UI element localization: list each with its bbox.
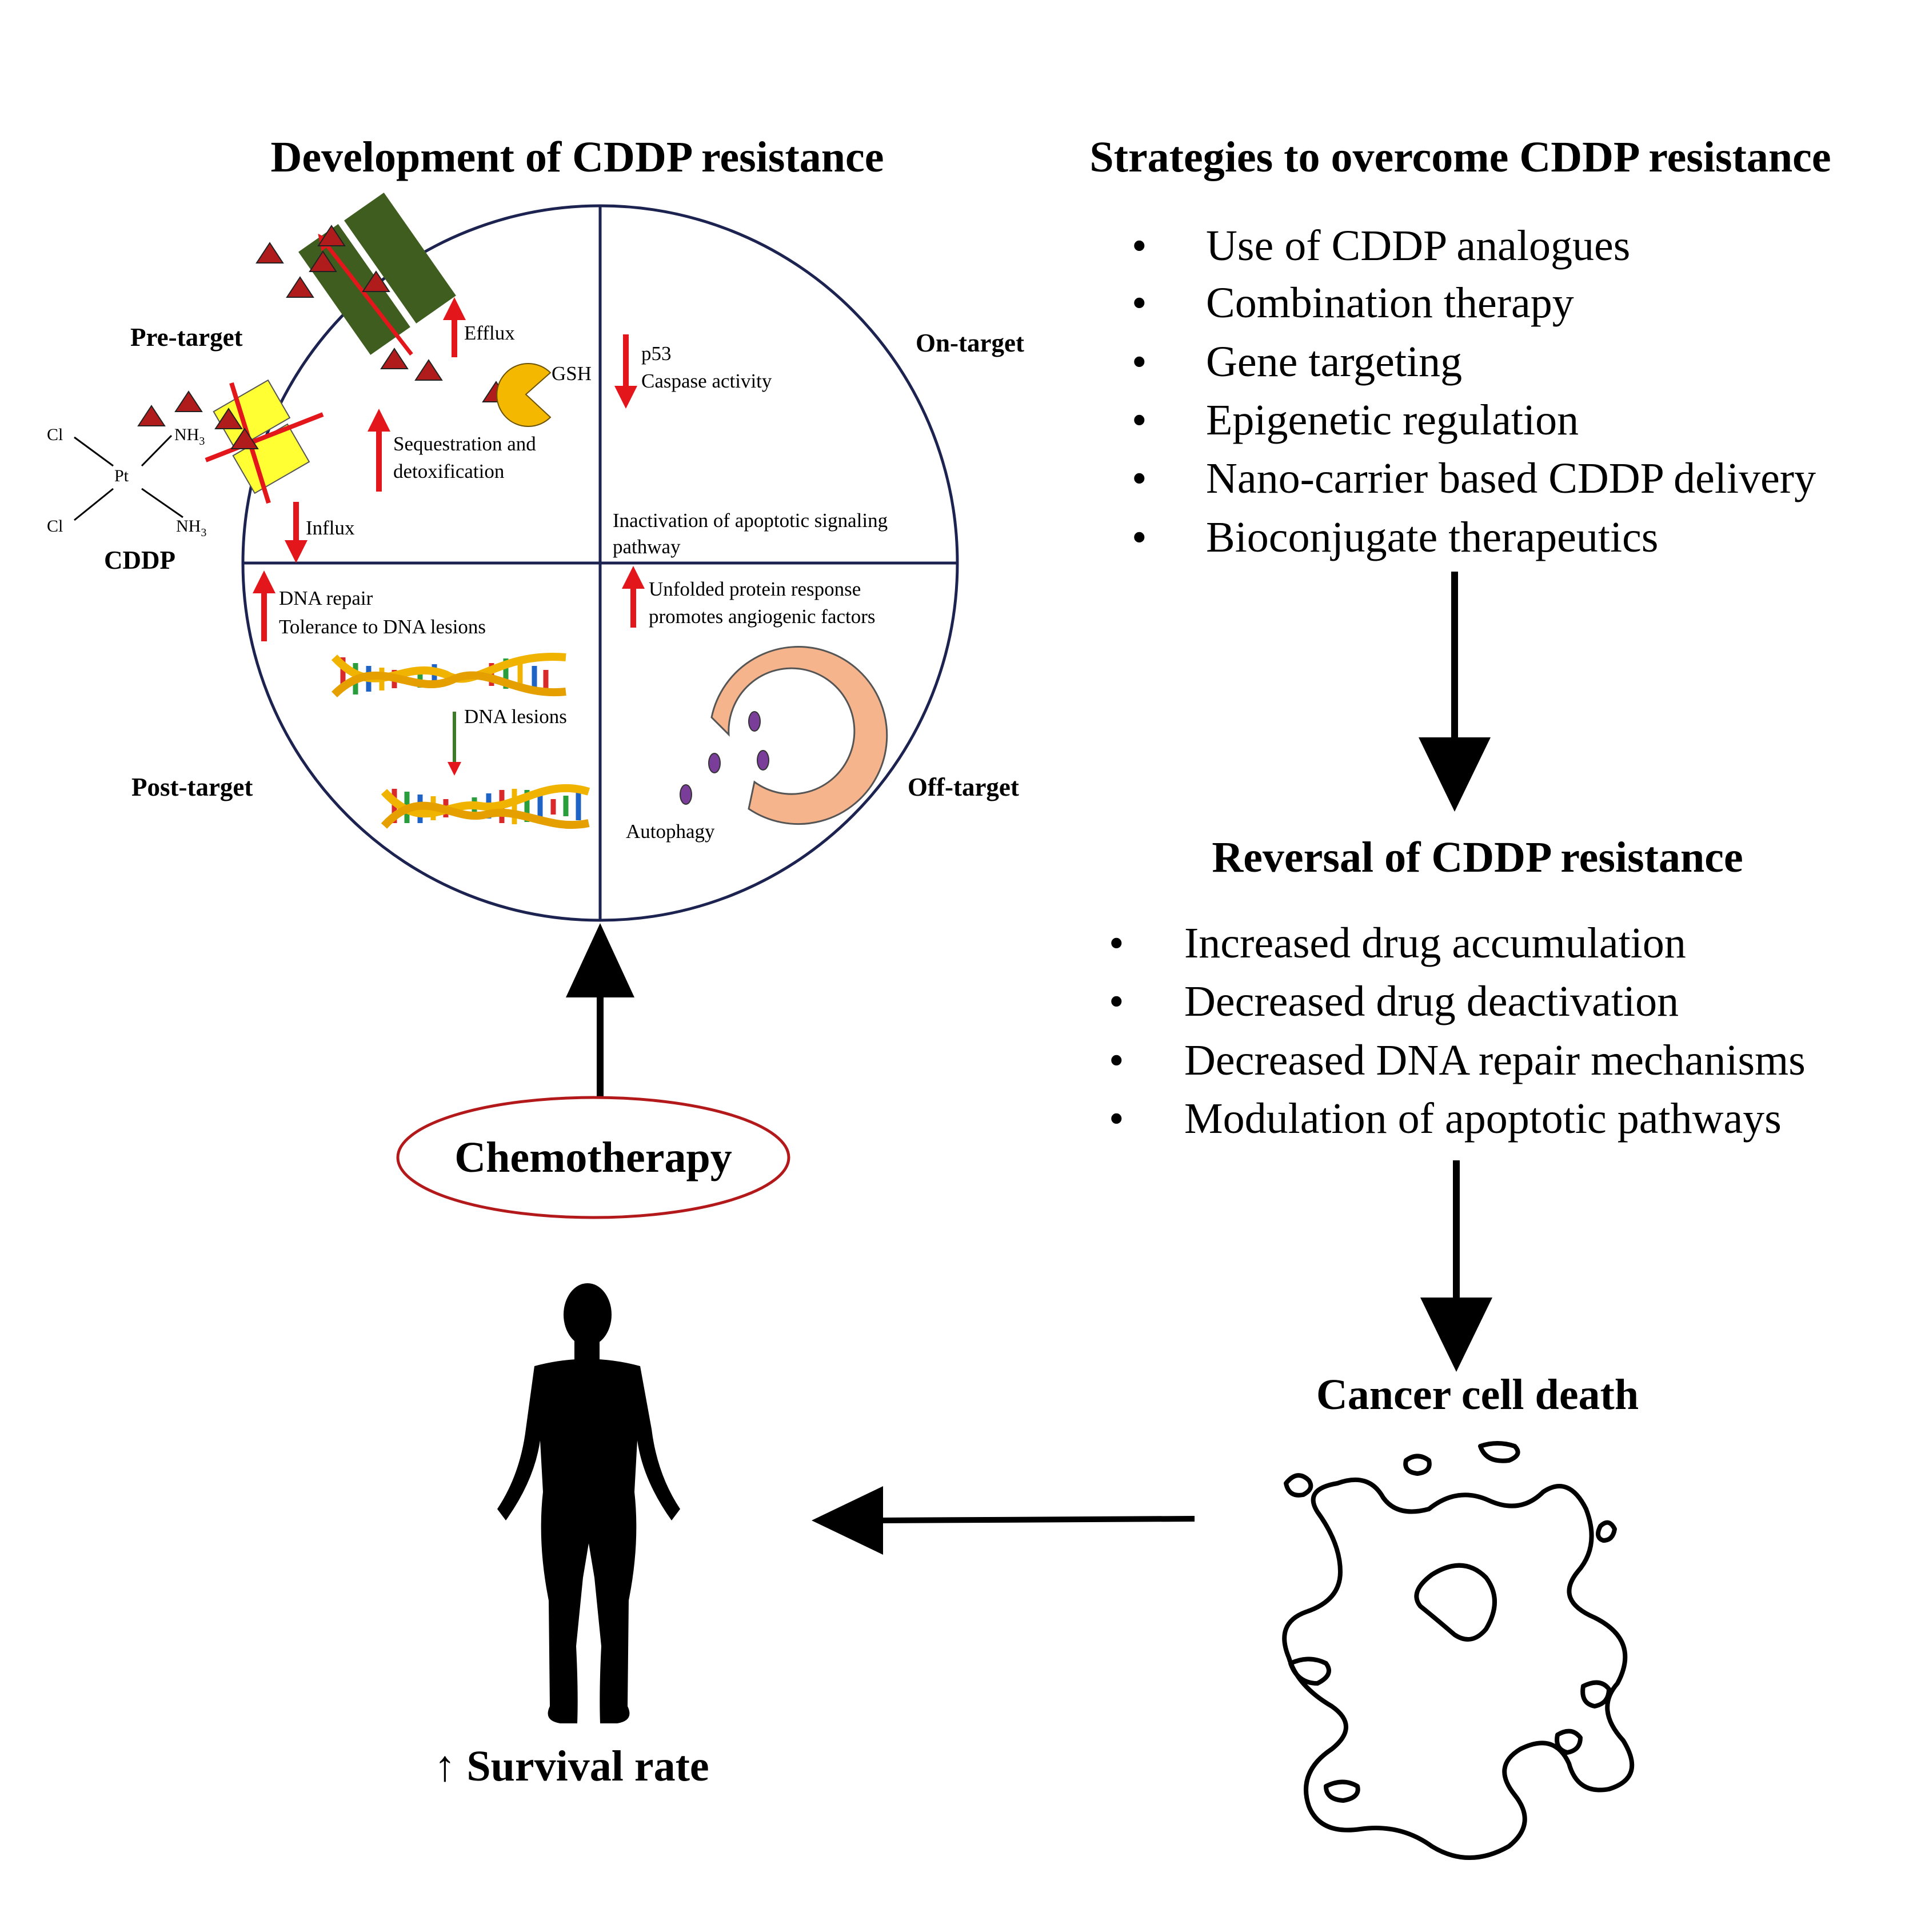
strategies-title: Strategies to overcome CDDP resistance (1089, 133, 1831, 181)
reversal-item: Modulation of apoptotic pathways (1184, 1095, 1782, 1143)
on-target-label: On-target (916, 329, 1024, 357)
strategy-item: Nano-carrier based CDDP delivery (1206, 454, 1816, 502)
strategy-bullet: • (1132, 279, 1147, 327)
development-title: Development of CDDP resistance (271, 133, 884, 181)
repaired-dna-icon (381, 784, 590, 829)
inactivation-label-1: Inactivation of apoptotic signaling (613, 509, 888, 532)
dna-lesions-label: DNA lesions (464, 705, 567, 728)
strategies-to-reversal-arrow (1419, 572, 1491, 812)
cddp-structure: Cl NH3 Pt Cl NH3 CDDP (47, 425, 206, 574)
strategy-item: Combination therapy (1206, 279, 1574, 327)
reversal-to-death-arrow (1420, 1160, 1492, 1372)
reversal-bullet: • (1109, 1095, 1124, 1143)
strategy-item: Epigenetic regulation (1206, 396, 1579, 444)
cddp-pt: Pt (114, 466, 129, 485)
strategy-item: Use of CDDP analogues (1206, 222, 1630, 270)
strategy-bullet: • (1132, 513, 1147, 561)
damaged-dna-icon (331, 653, 566, 698)
reversal-item: Increased drug accumulation (1184, 919, 1686, 967)
cddp-cl-top: Cl (47, 425, 63, 444)
chemo-to-circle-arrow (566, 923, 634, 1097)
reversal-bullet: • (1109, 1036, 1124, 1084)
survival-rate-label: ↑ Survival rate (434, 1742, 709, 1790)
gsh-label: GSH (552, 362, 592, 385)
death-to-survival-arrow (812, 1486, 1195, 1555)
caspase-label: Caspase activity (641, 370, 772, 392)
vesicle-dots (680, 711, 769, 805)
upr-label-1: Unfolded protein response (649, 578, 861, 600)
strategy-bullet: • (1132, 454, 1147, 502)
efflux-label: Efflux (464, 322, 515, 344)
strategy-item: Gene targeting (1206, 338, 1462, 386)
reversal-item: Decreased DNA repair mechanisms (1184, 1036, 1806, 1084)
cddp-name: CDDP (104, 546, 175, 574)
reversal-title: Reversal of CDDP resistance (1212, 833, 1743, 881)
upr-label-2: promotes angiogenic factors (649, 605, 876, 628)
strategy-bullet: • (1132, 222, 1147, 270)
cddp-nh3-bottom: NH3 (176, 517, 206, 539)
reversal-list: • Increased drug accumulation • Decrease… (1109, 919, 1806, 1143)
reversal-bullet: • (1109, 977, 1124, 1025)
inactivation-label-2: pathway (613, 536, 681, 558)
strategy-bullet: • (1132, 338, 1147, 386)
influx-label: Influx (306, 517, 355, 539)
cddp-cl-bottom: Cl (47, 517, 63, 536)
post-target-label: Post-target (131, 773, 253, 801)
autophagosome-icon (710, 646, 888, 825)
tolerance-label: Tolerance to DNA lesions (279, 616, 486, 638)
human-silhouette-icon (497, 1283, 680, 1723)
p53-label: p53 (641, 342, 672, 365)
fragmented-cell-icon (1282, 1441, 1635, 1860)
reversal-item: Decreased drug deactivation (1184, 977, 1679, 1025)
strategy-item: Bioconjugate therapeutics (1206, 513, 1658, 561)
off-target-label: Off-target (908, 773, 1019, 801)
cisplatin-molecules (137, 225, 510, 449)
cddp-nh3-top: NH3 (174, 425, 205, 448)
pre-target-label: Pre-target (130, 323, 243, 352)
chemotherapy-ellipse (396, 1096, 790, 1219)
cancer-cell-death-title: Cancer cell death (1316, 1371, 1639, 1419)
gsh-pacman-icon (496, 363, 552, 427)
influx-pump-blocked (205, 379, 324, 504)
sequestration-label-2: detoxification (393, 460, 504, 482)
sequestration-label-1: Sequestration and (393, 433, 536, 455)
dna-repair-label: DNA repair (279, 587, 373, 609)
chemotherapy-label: Chemotherapy (454, 1133, 732, 1181)
strategies-list: • Use of CDDP analogues • Combination th… (1132, 222, 1816, 561)
resistance-circle (241, 204, 959, 922)
strategy-bullet: • (1132, 396, 1147, 444)
reversal-bullet: • (1109, 919, 1124, 967)
autophagy-label: Autophagy (626, 820, 715, 843)
